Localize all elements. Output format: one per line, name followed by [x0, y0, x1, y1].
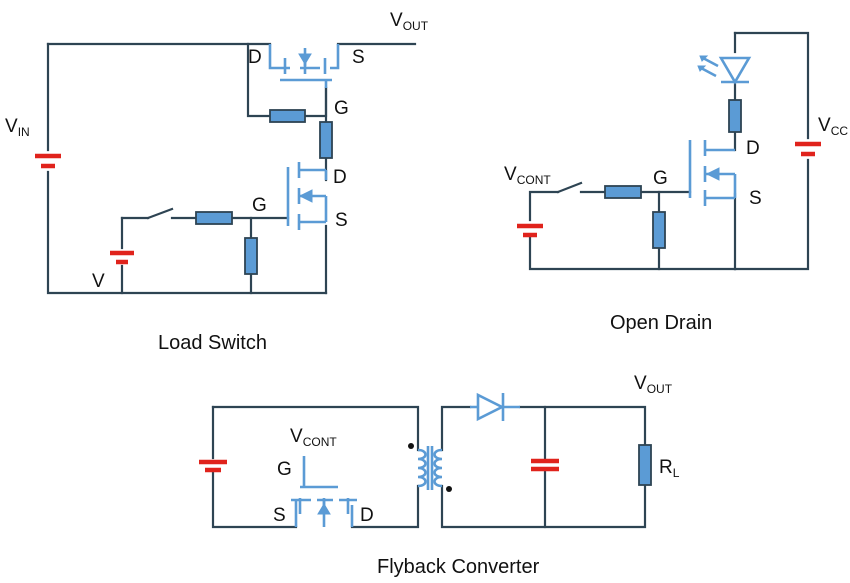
- od-wire-top: [733, 31, 810, 140]
- fb-vout-label: VOUT: [634, 373, 673, 396]
- od-wire-left: [528, 190, 560, 222]
- ls-v-battery: [110, 250, 134, 265]
- od-resistor-gate: [604, 185, 642, 199]
- fb-g-label: G: [277, 459, 292, 480]
- ls-title: Load Switch: [158, 332, 267, 354]
- fb-wire-secondary-top: [440, 405, 472, 452]
- fb-wire-drain-return: [350, 484, 420, 529]
- fb-dot-primary: [408, 443, 414, 449]
- fb-wire-left-low: [211, 470, 298, 529]
- ls-q1-g-label: G: [334, 98, 349, 119]
- ls-q2-d-label: D: [333, 167, 347, 188]
- fb-dot-secondary: [446, 486, 452, 492]
- fb-diode: [470, 392, 520, 422]
- ls-q2-g-label: G: [252, 195, 267, 216]
- od-g-label: G: [653, 168, 668, 189]
- fb-nmos: [291, 456, 357, 527]
- od-vcc-battery: [795, 141, 821, 157]
- od-s-label: S: [749, 188, 762, 209]
- ls-wire-vin-left-lower: [46, 170, 328, 295]
- fb-wire-rl-low: [440, 483, 647, 529]
- ls-vout-label: VOUT: [390, 10, 429, 33]
- ls-resistor-gate: [195, 211, 233, 225]
- ls-q1-pmos: [268, 44, 340, 88]
- fb-transformer: [408, 443, 452, 492]
- ls-resistor-pulldown: [244, 237, 258, 275]
- ls-vin-battery: [35, 153, 61, 169]
- fb-capacitor: [531, 458, 559, 472]
- od-title: Open Drain: [610, 312, 712, 334]
- ls-q2-s-label: S: [335, 210, 348, 231]
- ls-wire-drain-down: [246, 42, 272, 118]
- flyback-circuit: VOUT VCONT RL G S D Flyback Converter: [199, 373, 680, 578]
- fb-s-label: S: [273, 505, 286, 526]
- od-wire-right-low: [733, 158, 810, 271]
- od-resistor-pulldown: [652, 211, 666, 249]
- ls-wire-res-right: [303, 86, 328, 118]
- open-drain-circuit: VCC VCONT G D S Open Drain: [504, 31, 848, 334]
- od-wire-bottom: [528, 236, 737, 271]
- ls-q2-nmos: [286, 162, 328, 230]
- fb-vcont-label: VCONT: [290, 426, 337, 449]
- od-vcont-battery: [517, 223, 543, 238]
- fb-battery: [199, 459, 227, 473]
- fb-d-label: D: [360, 505, 374, 526]
- ls-resistor-vertical: [319, 121, 333, 159]
- fb-rl-label: RL: [659, 457, 680, 480]
- od-vcc-label: VCC: [818, 115, 848, 138]
- ls-v-label: V: [92, 271, 105, 292]
- ls-q1-s-label: S: [352, 47, 365, 68]
- od-switch-blade: [556, 181, 583, 194]
- ls-switch-blade: [146, 207, 174, 220]
- od-resistor-led: [728, 99, 742, 133]
- fb-wire-diode-out: [518, 405, 647, 447]
- ls-q1-d-label: D: [248, 47, 262, 68]
- od-vcont-label: VCONT: [504, 164, 551, 187]
- ls-resistor-top: [269, 109, 306, 123]
- od-nmos: [688, 140, 737, 206]
- fb-title: Flyback Converter: [377, 556, 540, 578]
- fb-wire-primary-top: [211, 405, 420, 452]
- od-d-label: D: [746, 138, 760, 159]
- load-switch-circuit: VOUT VIN V D S G D S G Load Switch: [5, 10, 429, 354]
- fb-resistor-load: [638, 444, 652, 486]
- od-led: [697, 55, 752, 85]
- ls-vin-label: VIN: [5, 116, 30, 139]
